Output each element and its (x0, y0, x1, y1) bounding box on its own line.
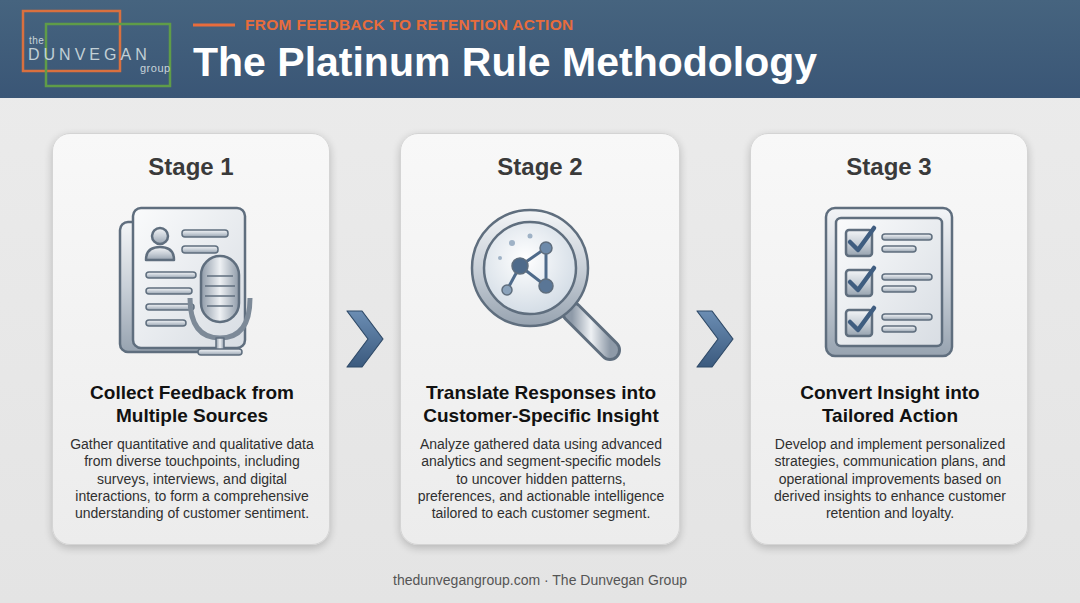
footer-caption: thedunvegangroup.com · The Dunvegan Grou… (0, 571, 1080, 589)
accent-line (193, 24, 235, 27)
checklist-icon (826, 208, 952, 356)
subtitle-text: FROM FEEDBACK TO RETENTION ACTION (245, 16, 574, 34)
stage-card: Stage 1 Collect Feedback from Multiple So… (52, 133, 330, 545)
stage-heading: Stage 2 (401, 153, 679, 181)
logo-text: group (140, 62, 171, 75)
stage-description: Analyze gathered data using advanced ana… (416, 436, 666, 522)
page-title: The Platinum Rule Methodology (193, 42, 817, 83)
stage-heading: Stage 3 (751, 153, 1027, 181)
stage-heading: Stage 1 (53, 153, 329, 181)
stage-title: Collect Feedback from Multiple Sources (70, 381, 314, 427)
stage-description: Gather quantitative and qualitative data… (67, 436, 317, 522)
stage-title: Translate Responses into Customer-Specif… (419, 381, 663, 427)
flow-arrow (680, 339, 750, 340)
logo-text: DUNVEGAN (28, 46, 151, 64)
stage-card: Stage 2 Translate Responses into Customer… (400, 133, 680, 545)
magnifier-icon (472, 210, 610, 350)
stage-title: Convert Insight into Tailored Action (768, 381, 1012, 427)
logo-text: the (29, 35, 44, 47)
document-mic-icon (120, 208, 250, 355)
flow-arrow (330, 339, 400, 340)
stage-card: Stage 3 Convert Insight into Tailored Act… (750, 133, 1028, 545)
stage-description: Develop and implement personalized strat… (765, 436, 1015, 522)
